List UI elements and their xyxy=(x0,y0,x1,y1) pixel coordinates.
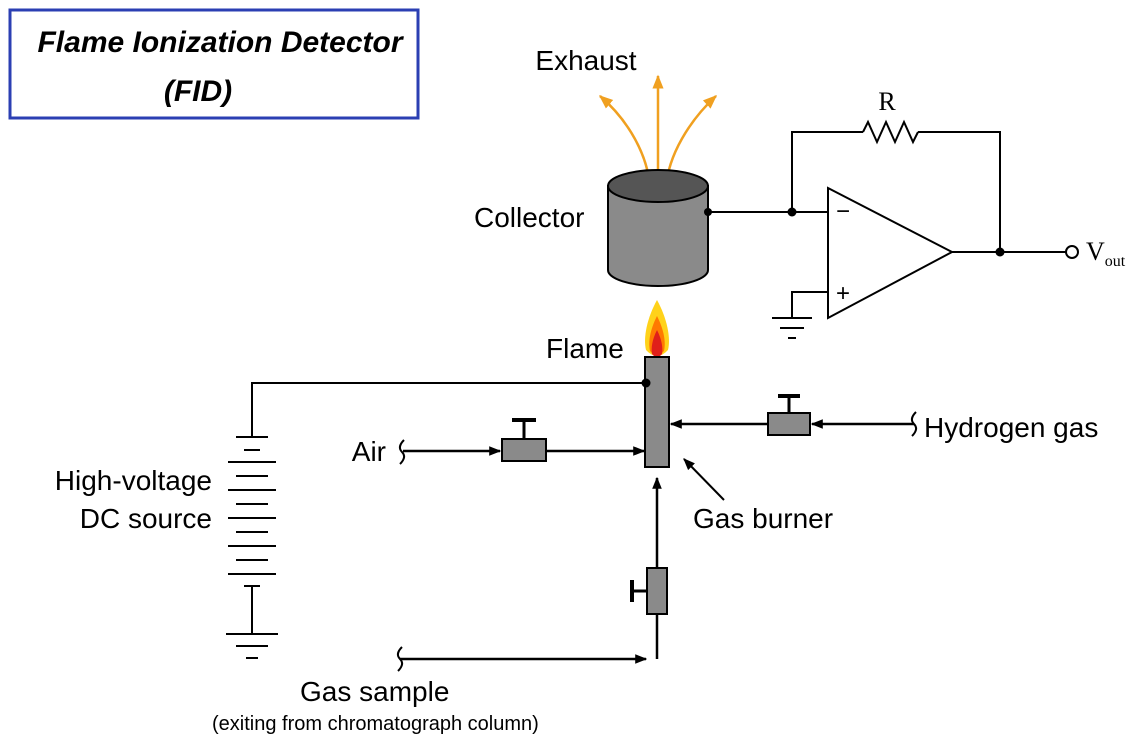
gas-burner xyxy=(644,356,670,468)
title-line1: Flame Ionization Detector xyxy=(37,26,404,59)
resistor-label: R xyxy=(878,87,896,116)
vout-terminal xyxy=(1065,245,1079,259)
hv-label-line2: DC source xyxy=(80,503,212,534)
resistor xyxy=(862,119,919,145)
vout-subscript: out xyxy=(1105,253,1126,270)
opamp-minus: − xyxy=(836,198,850,225)
opamp-plus: + xyxy=(836,280,850,307)
opamp-circuit xyxy=(708,119,1079,339)
air-valve xyxy=(501,418,547,462)
hv-label-line1: High-voltage xyxy=(55,465,212,496)
collector xyxy=(607,169,712,287)
junction-output xyxy=(995,247,1005,257)
burner-pointer-arrow xyxy=(683,458,725,501)
flame-inner xyxy=(651,330,663,357)
hv-source xyxy=(226,382,646,659)
collector-label: Collector xyxy=(474,202,584,233)
title-box: Flame Ionization Detector (FID) xyxy=(8,8,420,120)
burner-label: Gas burner xyxy=(693,503,833,534)
hydrogen-line xyxy=(669,411,918,437)
air-label: Air xyxy=(352,436,386,467)
opamp xyxy=(827,186,955,320)
flame-label: Flame xyxy=(546,333,624,364)
vout-main: V xyxy=(1086,237,1105,266)
flame xyxy=(645,300,669,357)
air-line xyxy=(398,439,646,465)
sample-valve xyxy=(630,567,668,615)
title-line2: (FID) xyxy=(164,75,232,108)
collector-top xyxy=(607,169,709,203)
sample-line xyxy=(396,476,662,672)
title-border xyxy=(8,8,420,120)
sample-label-line2: (exiting from chromatograph column) xyxy=(212,713,539,735)
collector-body xyxy=(607,185,709,287)
hydrogen-label: Hydrogen gas xyxy=(924,412,1098,443)
vout-label: Vout xyxy=(1086,237,1126,270)
junction-inverting xyxy=(787,207,797,217)
hydrogen-valve xyxy=(767,394,811,436)
exhaust-label: Exhaust xyxy=(535,45,636,76)
sample-label-line1: Gas sample xyxy=(300,676,449,707)
